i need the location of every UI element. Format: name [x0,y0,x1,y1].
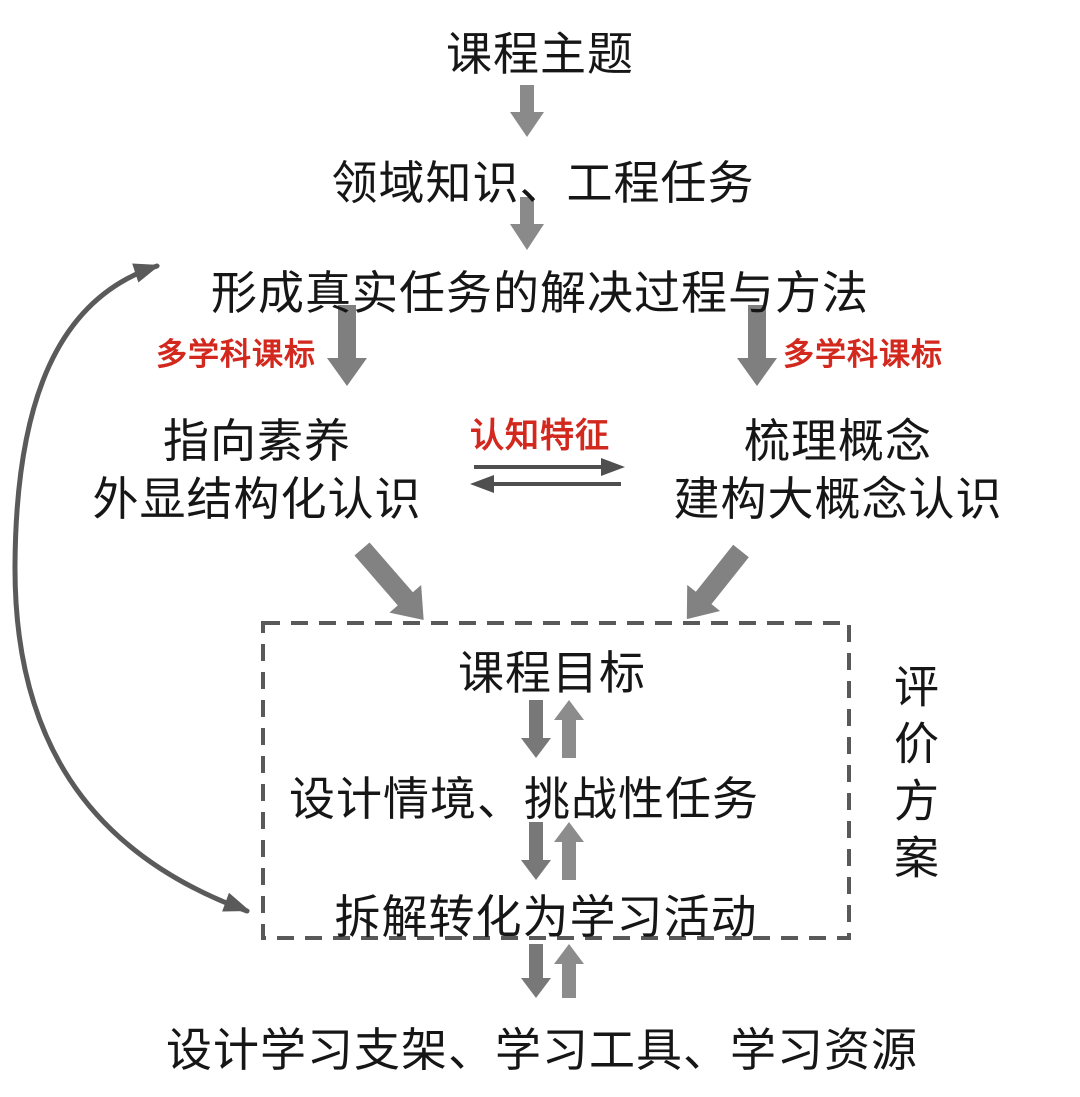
node-concepts: 梳理概念 建构大概念认识 [674,412,1003,528]
node-concepts-line2: 建构大概念认识 [673,473,1003,525]
node-design-tasks: 设计情境、挑战性任务 [289,773,759,825]
feedback-curve-arrow-icon [12,263,250,914]
evaluation-dashed-box [261,621,851,940]
double-horizontal-arrow-icon [470,458,625,493]
node-learning-activities: 拆解转化为学习活动 [334,891,758,943]
arrow-down-icon [510,85,544,137]
node-literacy-line2: 外显结构化认识 [92,473,422,525]
node-domain-knowledge: 领域知识、工程任务 [331,157,755,209]
node-solution-process: 形成真实任务的解决过程与方法 [211,267,869,319]
node-scaffolds: 设计学习支架、学习工具、学习资源 [166,1024,918,1076]
arrow-down-icon [737,305,777,386]
double-vertical-arrow-icon [521,822,584,880]
arrow-down-icon [510,197,544,250]
arrow-diagonal-icon [354,542,424,620]
label-evaluation-plan: 评价方案 [887,663,938,891]
label-multi-discipline-right: 多学科课标 [783,337,943,372]
node-course-theme: 课程主题 [446,28,634,80]
arrow-diagonal-icon [686,544,749,620]
node-literacy: 指向素养 外显结构化认识 [93,412,422,528]
label-multi-discipline-left: 多学科课标 [156,337,316,372]
node-concepts-line1: 梳理概念 [744,415,932,467]
arrow-down-icon [327,305,367,386]
label-cognitive-features: 认知特征 [470,417,610,455]
double-vertical-arrow-icon [521,700,584,758]
double-vertical-arrow-icon [521,944,584,998]
node-literacy-line1: 指向素养 [163,415,351,467]
node-course-goal: 课程目标 [458,647,646,699]
